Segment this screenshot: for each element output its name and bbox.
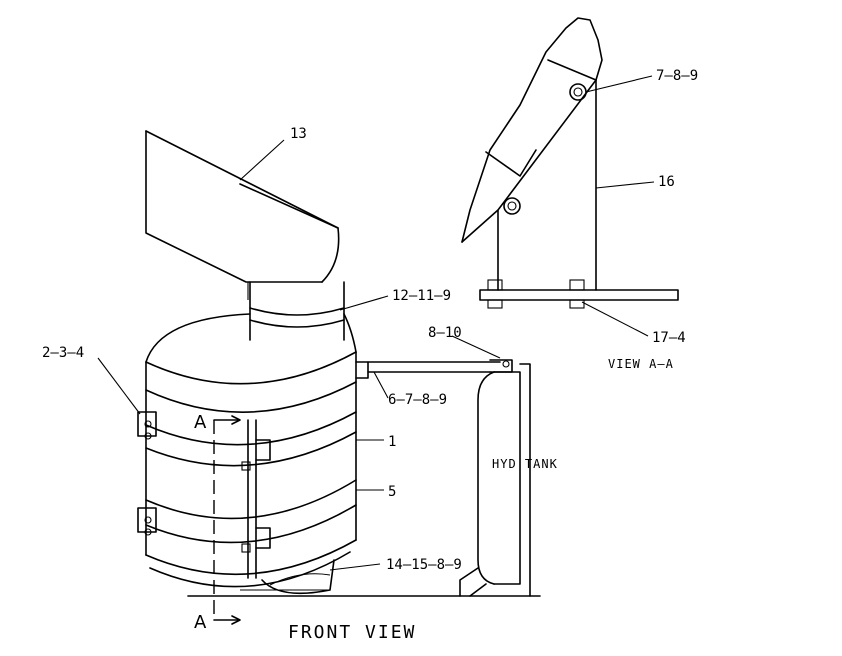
label-14-15-8-9: 14–15–8–9 xyxy=(386,557,462,573)
section-line xyxy=(213,415,241,625)
left-strap-brackets xyxy=(137,411,157,536)
label-17-4: 17–4 xyxy=(652,330,686,346)
leader-lines xyxy=(97,75,655,571)
support-rod xyxy=(355,359,513,379)
label-8-10: 8–10 xyxy=(428,325,462,341)
intake-duct xyxy=(145,130,340,300)
label-6-7-8-9: 6–7–8–9 xyxy=(388,392,447,408)
center-bracket xyxy=(241,419,271,579)
label-1: 1 xyxy=(388,434,396,450)
label-16: 16 xyxy=(658,174,675,190)
intake-clamp xyxy=(249,281,345,341)
label-view-aa: VIEW A–A xyxy=(608,357,674,371)
view-aa-bracket xyxy=(461,17,679,309)
label-12-11-9: 12–11–9 xyxy=(392,288,451,304)
section-marker-bottom: A xyxy=(194,612,207,633)
label-7-8-9: 7–8–9 xyxy=(656,68,698,84)
label-front-view: FRONT VIEW xyxy=(288,622,416,643)
hydraulic-tank xyxy=(459,363,531,597)
label-hyd-tank: HYD TANK xyxy=(492,457,558,471)
label-2-3-4: 2–3–4 xyxy=(42,345,84,361)
air-cleaner-body xyxy=(145,313,357,595)
label-5: 5 xyxy=(388,484,396,500)
section-marker-top: A xyxy=(194,412,207,433)
label-13: 13 xyxy=(290,126,307,142)
